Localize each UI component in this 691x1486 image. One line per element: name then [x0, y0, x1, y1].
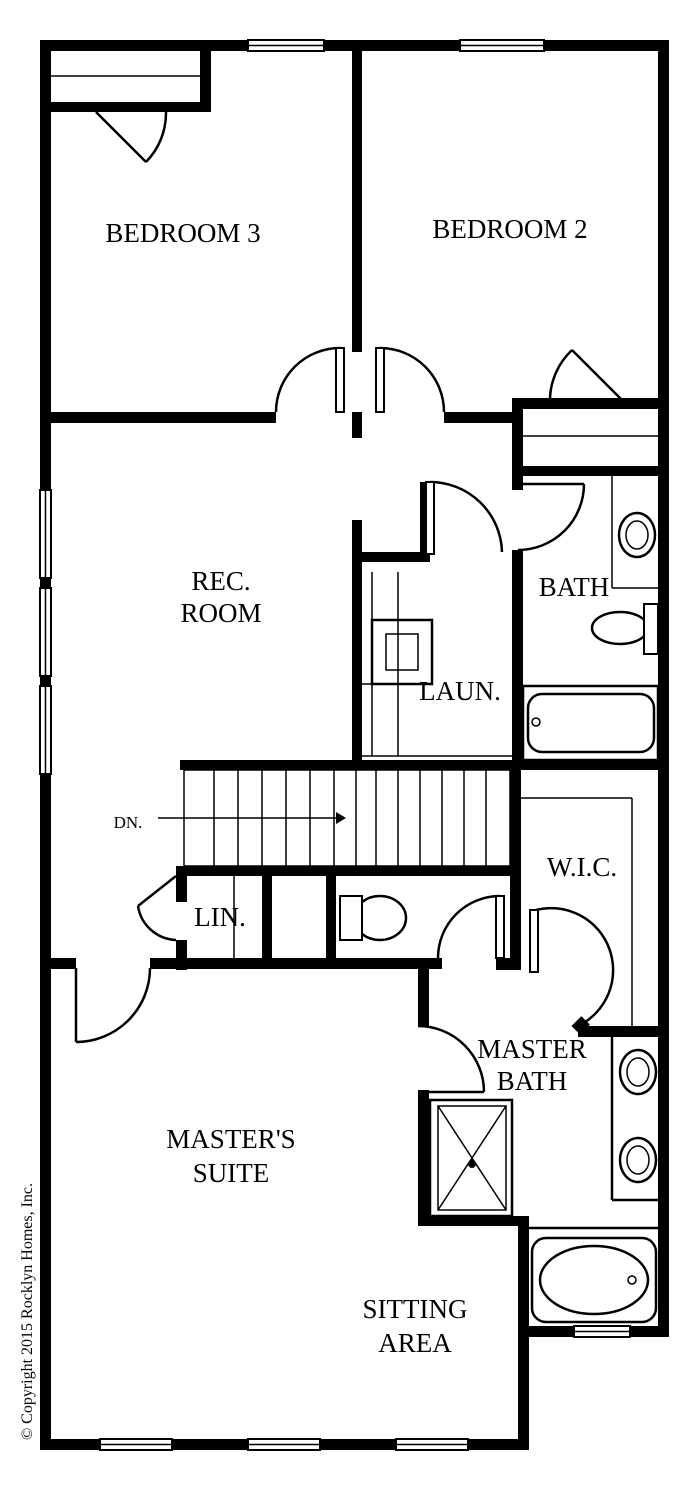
fixtures — [233, 476, 660, 1324]
label-master-suite-line2: SUITE — [193, 1158, 270, 1188]
label-master-bath-line1: MASTER — [477, 1034, 587, 1064]
label-sitting-area-line2: AREA — [378, 1328, 452, 1358]
stairs — [158, 769, 511, 867]
interior-walls — [40, 40, 669, 1336]
label-sitting-area-line1: SITTING — [363, 1294, 468, 1324]
label-master-suite-line1: MASTER'S — [166, 1124, 295, 1154]
label-rec-room-line2: ROOM — [180, 598, 261, 628]
label-wic: W.I.C. — [547, 852, 617, 882]
label-rec-room-line1: REC. — [191, 566, 250, 596]
copyright-notice: © Copyright 2015 Rocklyn Homes, Inc. — [19, 1183, 36, 1440]
label-bedroom-2: BEDROOM 2 — [432, 214, 587, 244]
doors — [74, 111, 625, 1094]
label-bedroom-3: BEDROOM 3 — [105, 218, 260, 248]
label-linen: LIN. — [194, 902, 246, 932]
label-stairs-down: DN. — [114, 813, 143, 832]
label-master-bath-line2: BATH — [497, 1066, 568, 1096]
label-bath: BATH — [539, 572, 610, 602]
room-labels: BEDROOM 3 BEDROOM 2 REC. ROOM BATH LAUN.… — [105, 214, 617, 1358]
label-laundry: LAUN. — [419, 676, 501, 706]
windows — [39, 39, 631, 1451]
